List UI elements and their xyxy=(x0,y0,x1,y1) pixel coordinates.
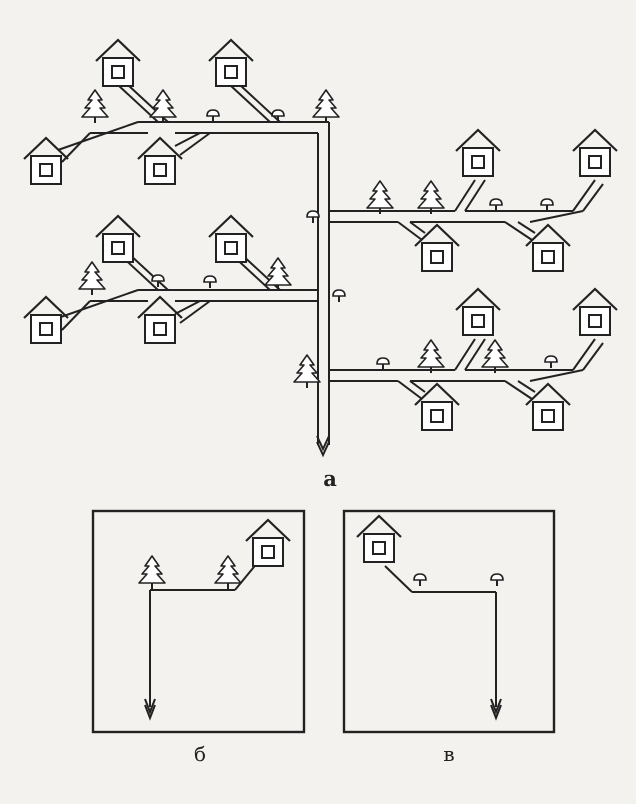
tree-icon xyxy=(78,261,106,296)
house-icon xyxy=(22,295,70,345)
mushroom-icon xyxy=(203,275,217,289)
tree-icon xyxy=(264,257,292,292)
tree-icon xyxy=(138,555,166,590)
house-icon xyxy=(22,136,70,186)
house-icon xyxy=(454,287,502,337)
house-icon xyxy=(207,214,255,264)
tree-icon xyxy=(481,339,509,374)
house-icon xyxy=(355,514,403,564)
panel-b xyxy=(91,509,306,734)
branch-lower-right xyxy=(329,338,604,400)
tree-icon xyxy=(312,89,340,124)
panel-b-frame xyxy=(91,509,306,734)
mushroom-icon xyxy=(489,198,503,212)
house-icon xyxy=(207,38,255,88)
panel-v-label: в xyxy=(443,742,455,766)
mushroom-icon xyxy=(271,109,285,123)
mushroom-icon xyxy=(540,198,554,212)
house-icon xyxy=(413,223,461,273)
house-icon xyxy=(94,38,142,88)
panel-a-label: а xyxy=(323,466,337,491)
house-icon xyxy=(244,518,292,568)
branch-upper-right xyxy=(329,179,604,241)
house-icon xyxy=(94,214,142,264)
panel-a-network xyxy=(22,38,619,458)
tree-icon xyxy=(293,354,321,389)
panel-b-label: б xyxy=(193,742,207,766)
mushroom-icon xyxy=(413,573,427,587)
tree-icon xyxy=(81,89,109,124)
panel-v xyxy=(342,509,556,734)
main-trunk xyxy=(316,122,330,458)
tree-icon xyxy=(214,555,242,590)
mushroom-icon xyxy=(544,355,558,369)
house-icon xyxy=(454,128,502,178)
house-icon xyxy=(136,295,184,345)
tree-icon xyxy=(417,339,445,374)
mushroom-icon xyxy=(490,573,504,587)
tree-icon xyxy=(417,180,445,215)
mushroom-icon xyxy=(332,289,346,303)
house-icon xyxy=(571,128,619,178)
mushroom-icon xyxy=(206,109,220,123)
house-icon xyxy=(413,382,461,432)
house-icon xyxy=(571,287,619,337)
panel-v-frame xyxy=(342,509,556,734)
mushroom-icon xyxy=(376,357,390,371)
tree-icon xyxy=(366,180,394,215)
